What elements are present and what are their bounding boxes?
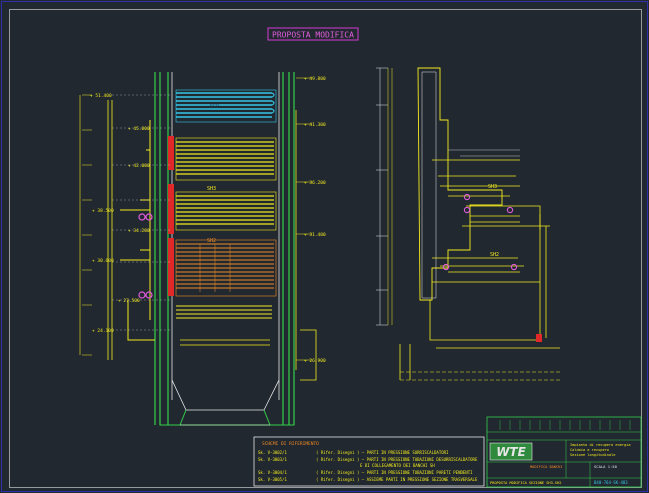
title-line: Caldaia a recupero — [570, 448, 609, 452]
legend-ref: Sk. V-3003/1 — [258, 457, 287, 462]
inner-frame — [9, 9, 642, 488]
drawing-number: B40-764-SK-483 — [594, 480, 628, 485]
header-side — [536, 334, 542, 342]
header-sh3-upper — [168, 136, 174, 170]
header-sh2 — [168, 238, 174, 296]
title-line: MODIFICA BANCHI — [530, 465, 562, 469]
level-label: + 42.000 — [128, 163, 150, 169]
legend-ref: Sk. V-3002/1 — [258, 450, 287, 455]
title-block: WTE Impianto di recupero energia Caldaia… — [486, 416, 642, 488]
main-elevation: ECO SH3 SH2 + 51.4 — [79, 72, 326, 426]
sh3-bank: SH3 — [175, 137, 277, 231]
level-label: + 51.400 — [90, 93, 112, 99]
company-logo — [489, 442, 533, 461]
zone-label-eco: ECO — [210, 104, 219, 110]
legend-box: SCHEMI DI RIFERIMENTO Sk. V-3002/1 ( Rif… — [253, 436, 485, 487]
level-label: + 49.800 — [304, 76, 326, 82]
level-label: + 30.600 — [92, 258, 114, 264]
legend-note: ( Rifer. Disegni ) — PARTI IN PRESSIONE … — [316, 457, 478, 462]
title-line: PROPOSTA MODIFICA SEZIONE SH3-SH2 — [490, 481, 561, 485]
side-label-sh2: SH2 — [490, 252, 499, 258]
reference-marker — [138, 213, 146, 221]
legend-note: ( Rifer. Disegni ) — PARTI IN PRESSIONE … — [316, 470, 473, 475]
reference-marker — [138, 291, 146, 299]
title-line: Sezione longitudinale — [570, 453, 615, 457]
level-label: + 26.900 — [304, 358, 326, 364]
reference-marker — [463, 206, 471, 214]
level-label: + 31.400 — [304, 232, 326, 238]
reference-marker — [145, 213, 153, 221]
sheet-scale: SCALA 1:50 — [594, 464, 618, 469]
legend-note: ( Rifer. Disegni ) — PARTI IN PRESSIONE … — [316, 450, 449, 455]
level-label: + 41.300 — [304, 122, 326, 128]
level-label: + 24.100 — [92, 328, 114, 334]
title-line: Impianto di recupero energia — [570, 443, 631, 447]
header-sh3-lower — [168, 184, 174, 234]
side-view: SH3 SH2 — [376, 67, 560, 381]
zone-label-sh3: SH3 — [207, 186, 216, 192]
logo-text: WTE — [496, 445, 526, 459]
level-label: + 34.200 — [128, 228, 150, 234]
reference-marker — [463, 193, 471, 201]
reference-marker — [442, 263, 450, 271]
legend-note: ( Rifer. Disegni ) — ASSIEME PARTI IN PR… — [316, 477, 478, 482]
title-box — [267, 27, 359, 41]
legend-ref: Sk. V-3005/1 — [258, 477, 287, 482]
level-label: + 27.500 — [118, 298, 140, 304]
zone-label-sh2: SH2 — [207, 238, 216, 244]
level-label: + 38.500 — [92, 208, 114, 214]
sh2-bank: SH2 — [175, 238, 277, 297]
drawing-title: PROPOSTA MODIFICA — [272, 31, 354, 40]
reference-marker — [145, 291, 153, 299]
reference-marker — [506, 206, 514, 214]
level-label: + 36.200 — [304, 180, 326, 186]
level-label: + 45.800 — [128, 126, 150, 132]
eco-bank: ECO — [175, 89, 277, 123]
legend-title: SCHEMI DI RIFERIMENTO — [262, 441, 319, 447]
side-label-sh3: SH3 — [488, 184, 497, 190]
reference-marker — [510, 263, 518, 271]
legend-ref: Sk. V-3004/1 — [258, 470, 287, 475]
legend-note: E DI COLLEGAMENTO DEI BANCHI SH — [360, 463, 435, 468]
